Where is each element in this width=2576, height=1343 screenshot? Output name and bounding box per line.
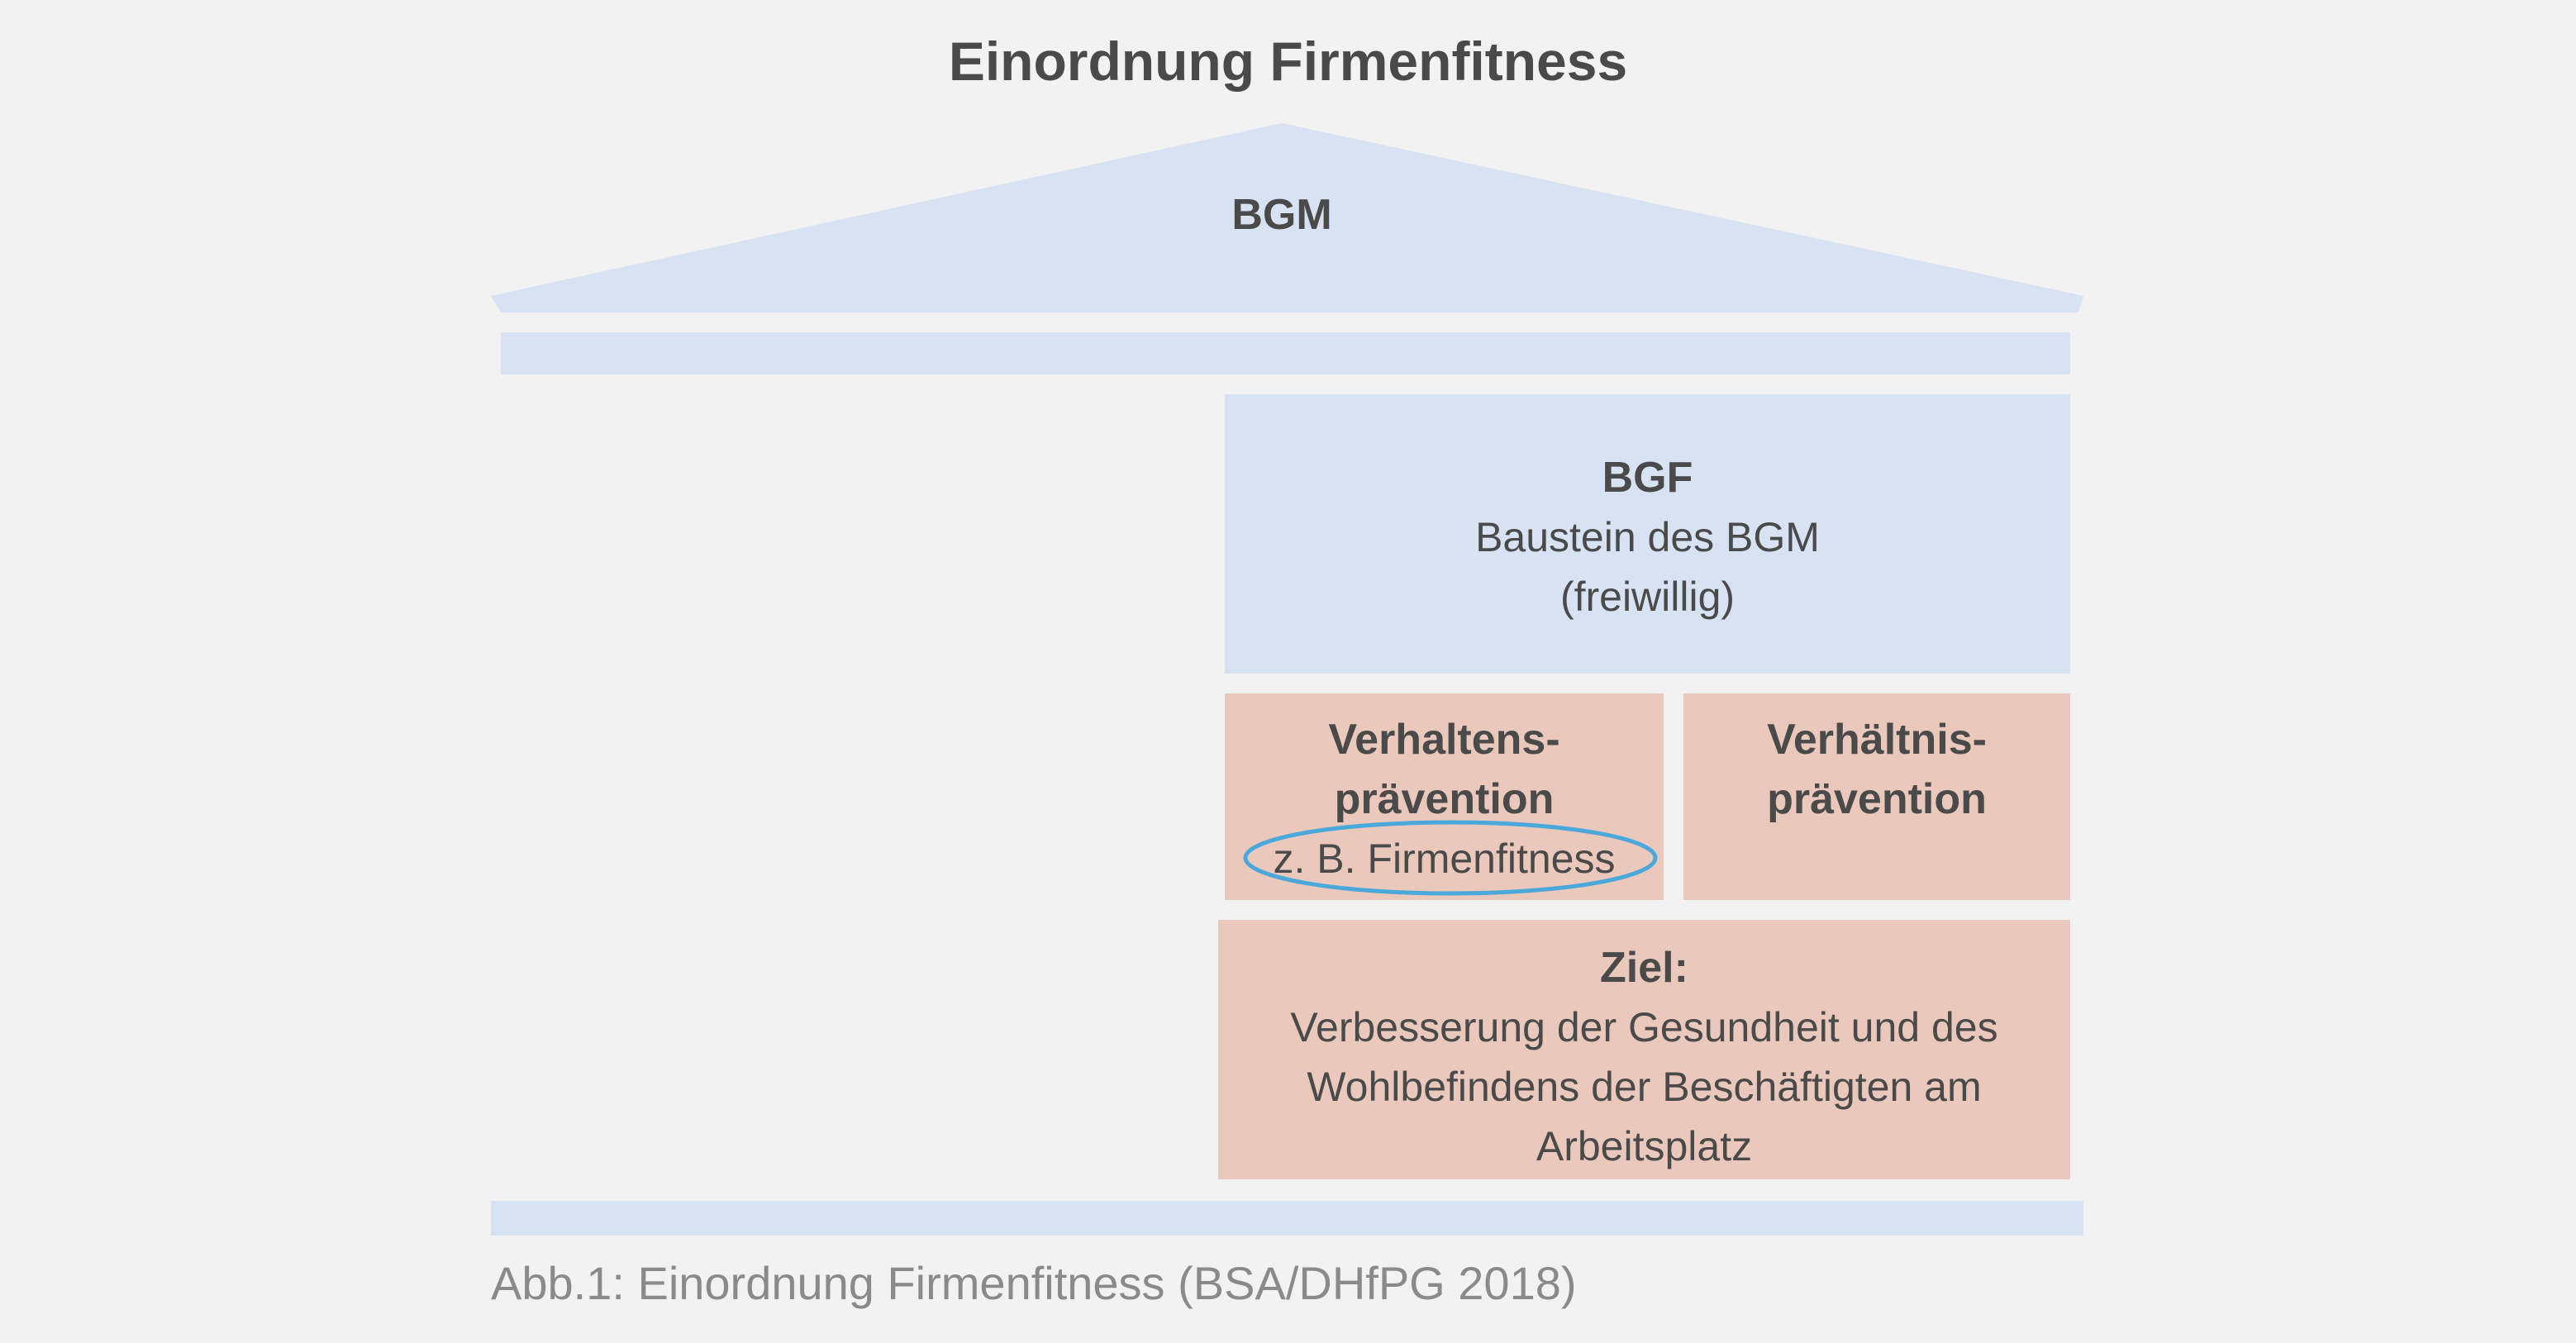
verhaltens-title: prävention [1334,775,1555,823]
roof-label: BGM [1231,191,1332,239]
verhaeltnis-title: prävention [1767,775,1987,823]
verhaeltnispraevention-box: Verhältnis- prävention [1683,693,2070,900]
ziel-line: Arbeitsplatz [1536,1123,1753,1169]
figure-caption: Abb.1: Einordnung Firmenfitness (BSA/DHf… [491,1257,1577,1309]
bgf-box: BGF Baustein des BGM (freiwillig) [1225,394,2070,674]
ziel-title: Ziel: [1600,944,1688,992]
bgf-title: BGF [1602,454,1693,502]
verhaltenspraevention-box: Verhaltens- prävention z. B. Firmenfitne… [1225,693,1664,900]
verhaeltnis-title: Verhältnis- [1767,716,1987,764]
ziel-line: Verbesserung der Gesundheit und des [1290,1004,1998,1050]
verhaltens-title: Verhaltens- [1328,716,1560,764]
bgf-line: (freiwillig) [1559,574,1736,620]
foundation [491,1201,2083,1236]
highlight-ellipse [1243,820,1658,896]
ziel-line: Wohlbefindens der Beschäftigten am [1307,1064,1982,1110]
bgf-line: Baustein des BGM [1475,514,1820,560]
diagram-title: Einordnung Firmenfitness [948,31,1628,92]
verhaltens-example: z. B. Firmenfitness [1273,836,1616,882]
ziel-box: Ziel: Verbesserung der Gesundheit und de… [1218,920,2070,1179]
beam [501,332,2070,374]
